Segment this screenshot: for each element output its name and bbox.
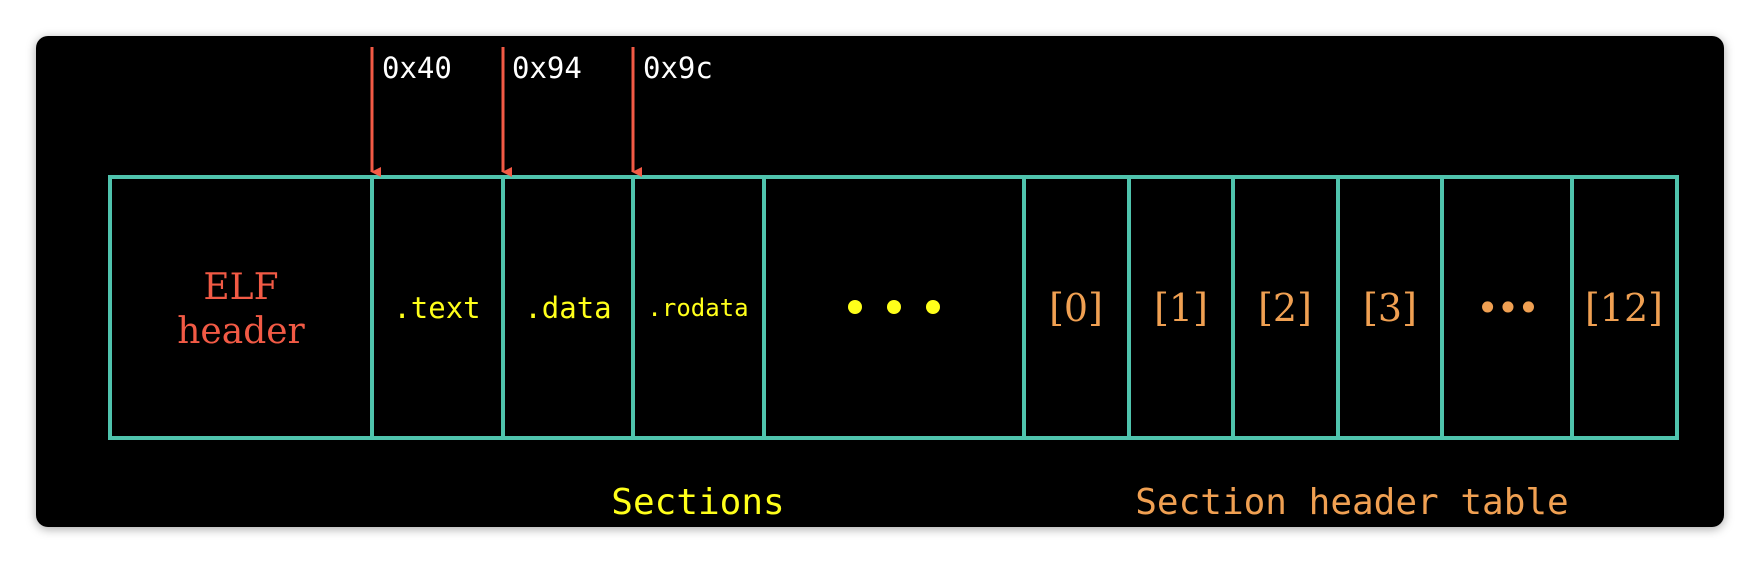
elf-header-label-line1: ELF (203, 267, 278, 308)
offset-label-0x94: 0x94 (512, 51, 582, 85)
caption-sections: Sections (611, 482, 784, 523)
section-label-rodata: .rodata (647, 294, 748, 322)
section-header-ellipsis: ••• (1476, 286, 1537, 330)
section-header-0: [0] (1049, 286, 1103, 330)
section-header-1: [1] (1154, 286, 1208, 330)
section-label-text: .text (393, 291, 480, 325)
section-header-2: [2] (1258, 286, 1312, 330)
offset-arrows (370, 47, 642, 177)
elf-header-label-line2: header (177, 311, 305, 352)
section-label-data: .data (524, 291, 611, 325)
section-header-12: [12] (1585, 286, 1663, 330)
section-header-3: [3] (1363, 286, 1417, 330)
offset-label-0x9c: 0x9c (643, 51, 713, 85)
offset-label-0x40: 0x40 (382, 51, 452, 85)
elf-file-box (108, 175, 1679, 440)
caption-section-header-table: Section header table (1135, 482, 1568, 523)
cell-dividers (370, 177, 1574, 438)
sections-ellipsis (848, 300, 940, 314)
